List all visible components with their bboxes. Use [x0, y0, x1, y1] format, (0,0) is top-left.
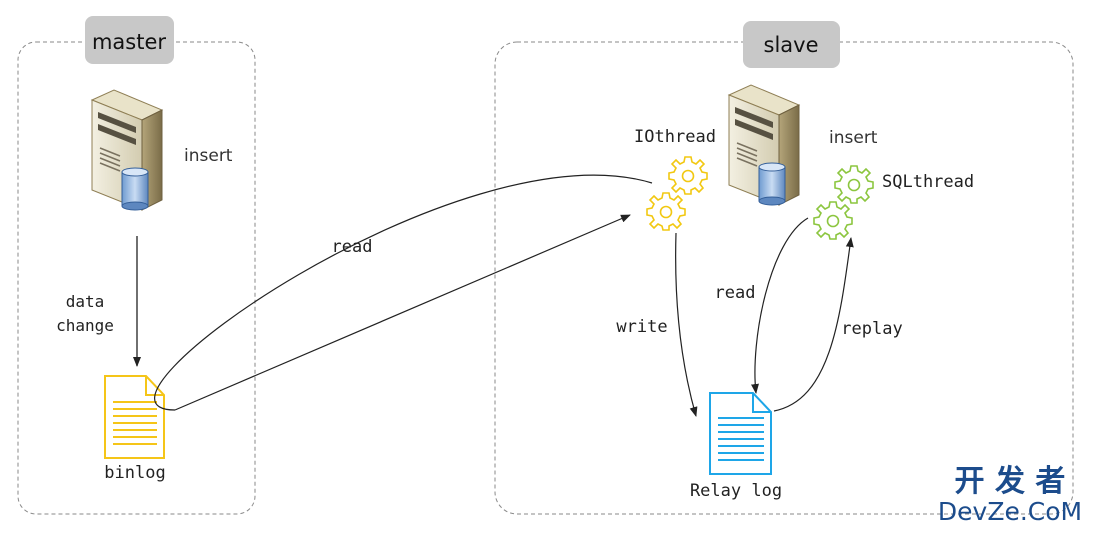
sql-thread-gear-icon — [813, 165, 874, 240]
binlog-file-icon — [104, 375, 165, 459]
replay-label: replay — [841, 319, 902, 339]
data-change-label-line1: data — [66, 292, 105, 311]
write-label: write — [616, 317, 667, 337]
replay-arrow — [773, 237, 854, 412]
read-label-cross: read — [332, 237, 373, 257]
master-title-box — [85, 16, 174, 64]
master-title: master — [92, 30, 166, 54]
slave-server-label: insert — [829, 128, 878, 148]
slave-title-box — [743, 21, 840, 68]
read-loop-return — [154, 174, 653, 411]
slave-title: slave — [764, 33, 819, 57]
io-thread-gear-icon — [646, 156, 708, 231]
watermark-line2: DevZe.CoM — [938, 497, 1082, 526]
master-server-icon — [91, 89, 163, 211]
watermark-line1: 开 发 者 — [955, 464, 1066, 499]
io-thread-label: IOthread — [634, 127, 716, 147]
read-arrow — [174, 214, 631, 411]
binlog-label: binlog — [104, 463, 165, 483]
write-arrow — [675, 232, 698, 417]
relay-log-file-icon — [709, 392, 772, 475]
slave-read-arrow — [751, 217, 809, 394]
master-server-label: insert — [184, 146, 233, 166]
sql-thread-label: SQLthread — [882, 172, 974, 192]
slave-read-label: read — [715, 283, 756, 303]
relay-log-label: Relay log — [690, 481, 782, 501]
slave-server-icon — [728, 84, 800, 206]
data-change-label-line2: change — [56, 316, 114, 335]
